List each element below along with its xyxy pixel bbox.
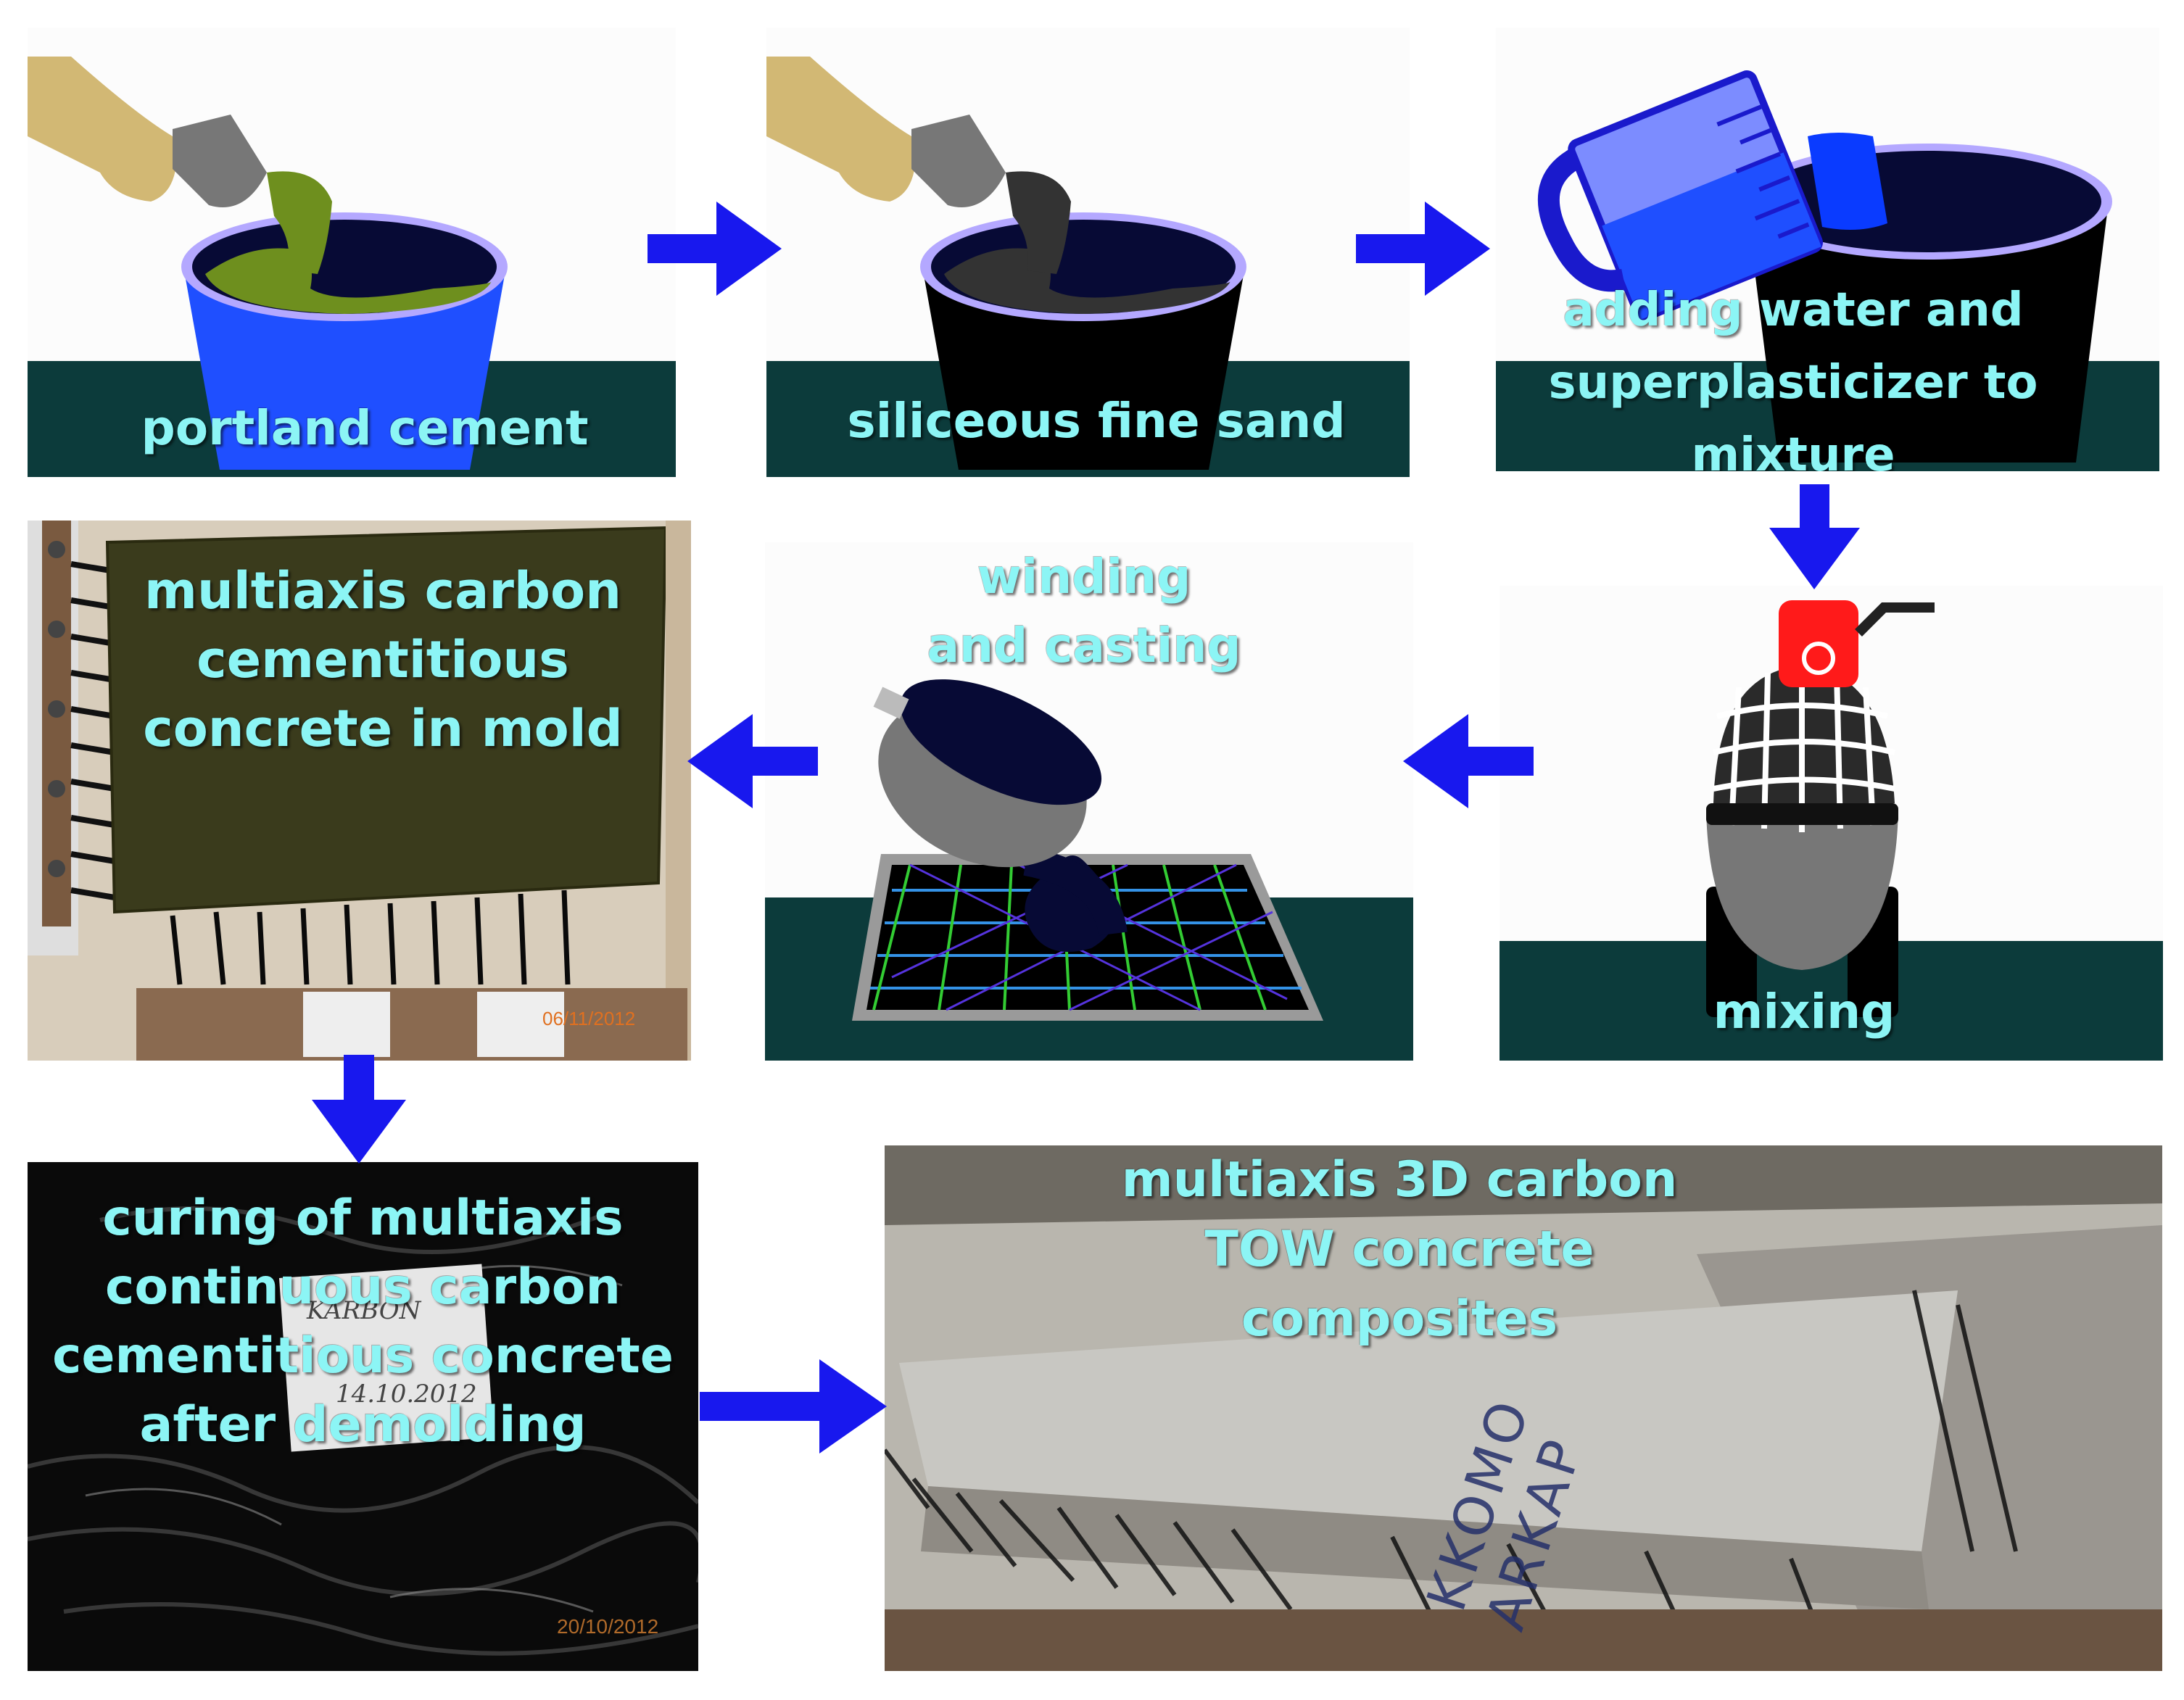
photo-curing: KARBON 14.10.2012 20/10/2012 curing of m… [28,1162,698,1671]
cement-scoop-illustration [28,57,676,477]
label-portland-cement: portland cement [141,400,589,456]
arrow-mold-to-curing [312,1055,406,1164]
date-stamp-curing: 20/10/2012 [557,1615,659,1638]
arrow-cement-to-sand [648,202,782,296]
label-curing: curing of multiaxis continuous carbon ce… [52,1190,674,1454]
tag-text-1: KARBON [307,1296,421,1325]
arrow-sand-to-water [1356,202,1490,296]
arrow-mixing-to-casting [1403,714,1534,808]
casting-illustration [765,679,1413,1061]
sand-scoop-illustration [766,57,1410,477]
arrow-water-to-mixing [1769,484,1860,589]
panel-mixing: mixing [1500,586,2163,1061]
label-adding-water: adding water and superplasticizer to mix… [1548,283,2038,471]
panel-adding-water: adding water and superplasticizer to mix… [1496,28,2159,471]
water-pouring-illustration [1496,70,2159,471]
photo-mold: 06/11/2012 multiaxis carbon cementitious… [28,521,691,1061]
label-final-composite: multiaxis 3D carbon TOW concrete composi… [1121,1151,1678,1348]
photo-final-composite: KKOMO ARKAP multiaxis 3D carbon TOW conc… [885,1145,2162,1671]
arrow-curing-to-final [700,1359,887,1454]
date-stamp-mold: 06/11/2012 [542,1008,636,1029]
label-winding-casting: winding and casting [927,549,1241,673]
label-mixing: mixing [1713,984,1895,1040]
mixer-illustration [1500,600,2163,1061]
label-siliceous-sand: siliceous fine sand [847,393,1346,449]
panel-portland-cement: portland cement [28,28,676,477]
label-mold: multiaxis carbon cementitious concrete i… [143,561,623,758]
curing-photo-illustration [28,1162,698,1671]
panel-siliceous-sand: siliceous fine sand [766,28,1410,477]
panel-winding-casting: winding and casting [765,542,1413,1061]
tag-text-2: 14.10.2012 [336,1380,477,1409]
mold-photo-illustration [28,521,691,1061]
composite-photo-illustration [885,1145,2162,1671]
arrow-casting-to-mold [687,714,818,808]
